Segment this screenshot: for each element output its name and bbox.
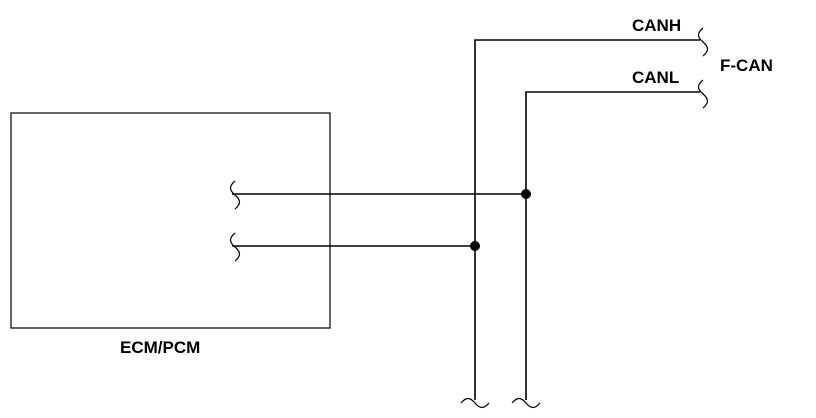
canl-break-icon: [697, 79, 709, 109]
ecm-pcm-label: ECM/PCM: [120, 338, 200, 357]
canl-bottom-break-icon: [511, 397, 541, 409]
canh-break-icon: [697, 27, 709, 57]
canh-label: CANH: [632, 16, 681, 35]
canl-junction-dot: [521, 189, 531, 199]
canl-label: CANL: [632, 68, 679, 87]
canh-junction-dot: [470, 241, 480, 251]
f-can-label: F-CAN: [720, 56, 773, 75]
canh-bottom-break-icon: [460, 397, 490, 409]
ecm-upper-break-icon: [229, 180, 241, 210]
canh-bus-line: [474, 39, 700, 400]
ecm-lower-break-icon: [229, 232, 241, 262]
canl-bus-line: [525, 91, 700, 400]
ecm-pcm-box: [10, 112, 331, 329]
